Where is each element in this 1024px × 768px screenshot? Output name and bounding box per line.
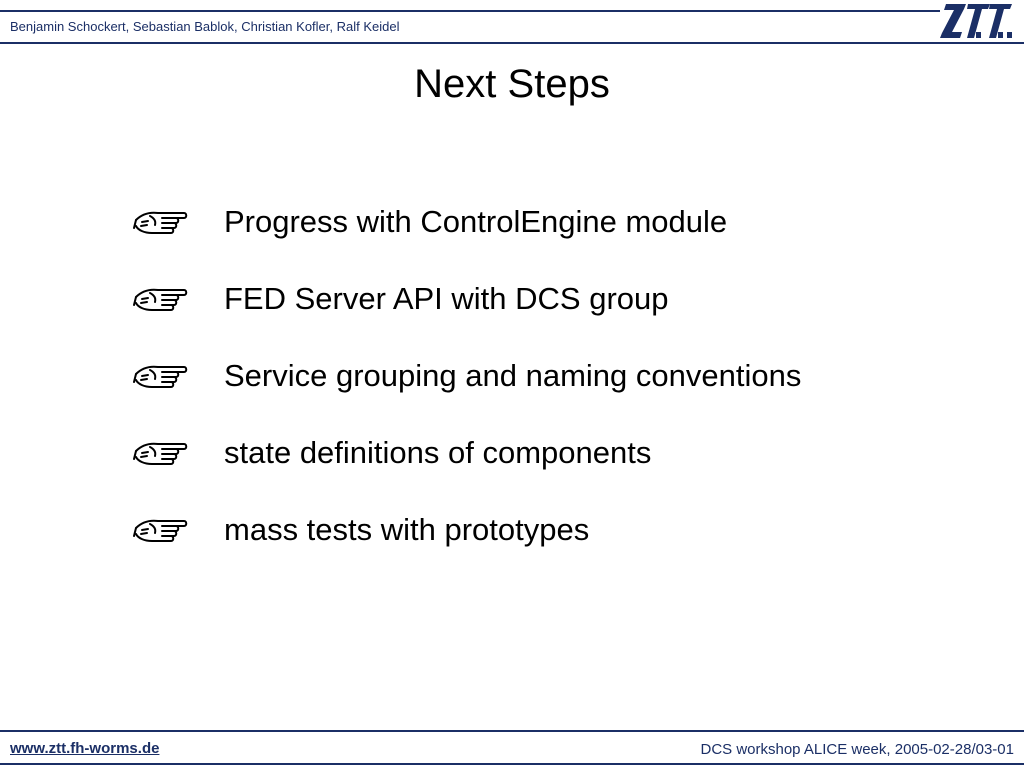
pointing-hand-icon — [133, 365, 188, 388]
pointing-hand-icon — [133, 442, 188, 465]
pointing-hand-icon — [133, 519, 188, 542]
pointing-hand-icon — [133, 288, 188, 311]
bullet-item: FED Server API with DCS group — [132, 277, 952, 354]
footer-rule-top — [0, 730, 1024, 732]
bullet-text: FED Server API with DCS group — [224, 281, 669, 316]
bullet-text: Service grouping and naming conventions — [224, 358, 802, 393]
bullet-item: mass tests with prototypes — [132, 508, 952, 585]
footer-rule-bottom — [0, 763, 1024, 765]
bullet-item: Service grouping and naming conventions — [132, 354, 952, 431]
header-rule-top — [0, 10, 940, 12]
footer-website-link[interactable]: www.ztt.fh-worms.de — [10, 740, 160, 757]
bullet-item: Progress with ControlEngine module — [132, 200, 952, 277]
bullet-text: Progress with ControlEngine module — [224, 204, 728, 239]
bullet-text: mass tests with prototypes — [224, 512, 590, 547]
footer-event-info: DCS workshop ALICE week, 2005-02-28/03-0… — [700, 741, 1014, 758]
bullet-list: Progress with ControlEngine module FED S… — [132, 200, 952, 585]
bullet-item: state definitions of components — [132, 431, 952, 508]
header-rule-bottom — [0, 42, 1024, 44]
author-line: Benjamin Schockert, Sebastian Bablok, Ch… — [10, 19, 400, 34]
bullet-text: state definitions of components — [224, 435, 652, 470]
ztt-logo — [940, 4, 1012, 38]
slide-title: Next Steps — [414, 62, 610, 106]
pointing-hand-icon — [133, 211, 188, 234]
